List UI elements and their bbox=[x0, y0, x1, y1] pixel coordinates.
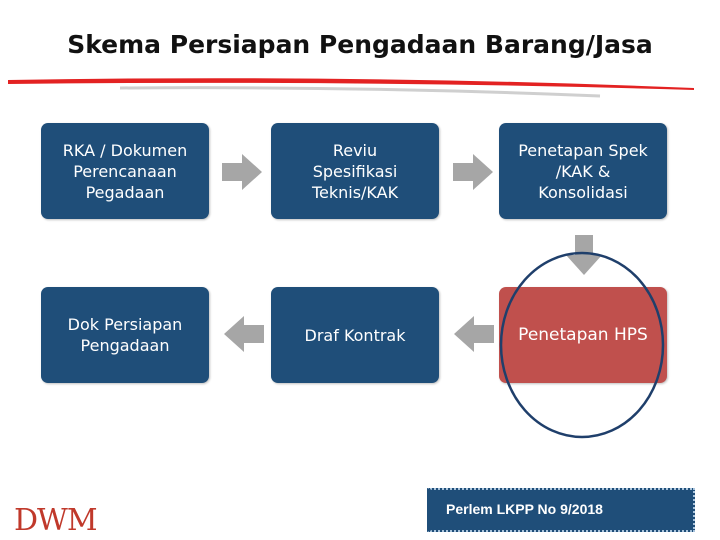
regulation-badge: Perlem LKPP No 9/2018 bbox=[427, 488, 695, 532]
penetapan-hps-box: Penetapan HPS bbox=[499, 287, 667, 383]
arrow-left-icon bbox=[224, 316, 264, 352]
penetapan-spek-box: Penetapan Spek /KAK & Konsolidasi bbox=[499, 123, 667, 219]
arrow-down-icon bbox=[566, 235, 602, 275]
page-title: Skema Persiapan Pengadaan Barang/Jasa bbox=[67, 30, 653, 59]
reviu-spesifikasi-box: Reviu Spesifikasi Teknis/KAK bbox=[271, 123, 439, 219]
dwm-logo: DWM bbox=[14, 503, 98, 536]
arrow-right-icon bbox=[453, 154, 493, 190]
arrow-right-icon bbox=[222, 154, 262, 190]
dok-persiapan-box: Dok Persiapan Pengadaan bbox=[41, 287, 209, 383]
svg-text:DWM: DWM bbox=[14, 503, 97, 536]
arrow-left-icon bbox=[454, 316, 494, 352]
draf-kontrak-box: Draf Kontrak bbox=[271, 287, 439, 383]
regulation-badge-text: Perlem LKPP No 9/2018 bbox=[446, 501, 603, 517]
rka-dokumen-box: RKA / Dokumen Perencanaan Pegadaan bbox=[41, 123, 209, 219]
